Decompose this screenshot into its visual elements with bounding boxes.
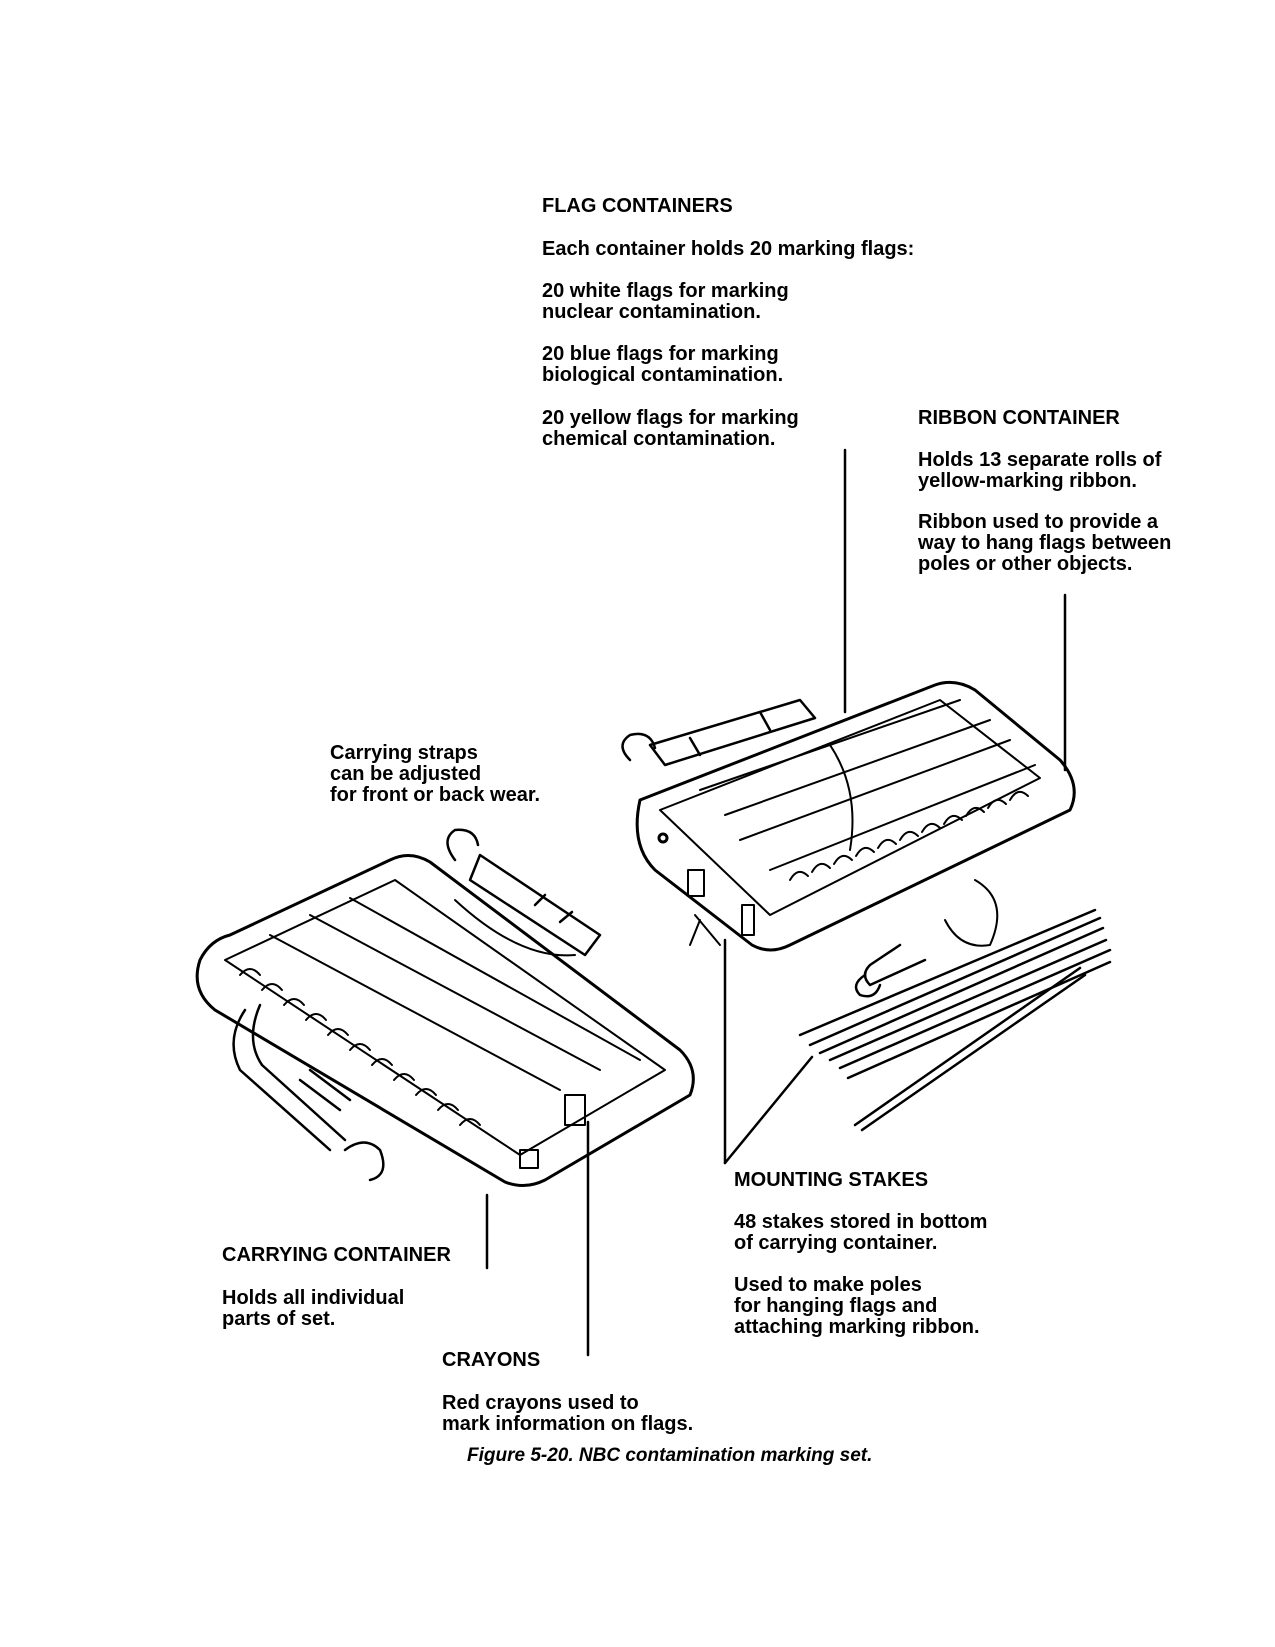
- ribbon-use-text: Ribbon used to provide a way to hang fla…: [918, 511, 1172, 575]
- crayons-text: Red crayons used to mark information on …: [442, 1392, 694, 1435]
- ribbon-holds-text: Holds 13 separate rolls of yellow-markin…: [918, 449, 1162, 492]
- stakes-leader-b: [723, 1055, 814, 1165]
- carrying-straps-text: Carrying straps can be adjusted for fron…: [330, 742, 541, 806]
- leader-lines: [485, 448, 1067, 1357]
- figure-caption: Figure 5-20. NBC contamination marking s…: [467, 1445, 873, 1466]
- white-flags-text: 20 white flags for marking nuclear conta…: [542, 280, 789, 323]
- carrying-container-heading: CARRYING CONTAINER: [222, 1244, 451, 1266]
- flag-containers-heading: FLAG CONTAINERS: [542, 195, 733, 217]
- lower-strap-drawing: [232, 828, 602, 1182]
- carrying-container-text: Holds all individual parts of set.: [222, 1287, 405, 1330]
- carrying-container-drawing: [195, 854, 695, 1187]
- stakes-use-text: Used to make poles for hanging flags and…: [734, 1274, 980, 1338]
- flag-containers-intro: Each container holds 20 marking flags:: [542, 238, 915, 260]
- blue-flags-text: 20 blue flags for marking biological con…: [542, 343, 784, 386]
- ribbon-container-heading: RIBBON CONTAINER: [918, 407, 1120, 429]
- upper-container-drawing: [635, 680, 1076, 952]
- mounting-stakes-heading: MOUNTING STAKES: [734, 1169, 929, 1191]
- yellow-flags-text: 20 yellow flags for marking chemical con…: [542, 407, 799, 450]
- upper-strap-drawing: [621, 698, 927, 998]
- stakes-stored-text: 48 stakes stored in bottom of carrying c…: [734, 1211, 988, 1254]
- crayons-heading: CRAYONS: [442, 1349, 541, 1371]
- stakes-drawing: [798, 908, 1112, 1132]
